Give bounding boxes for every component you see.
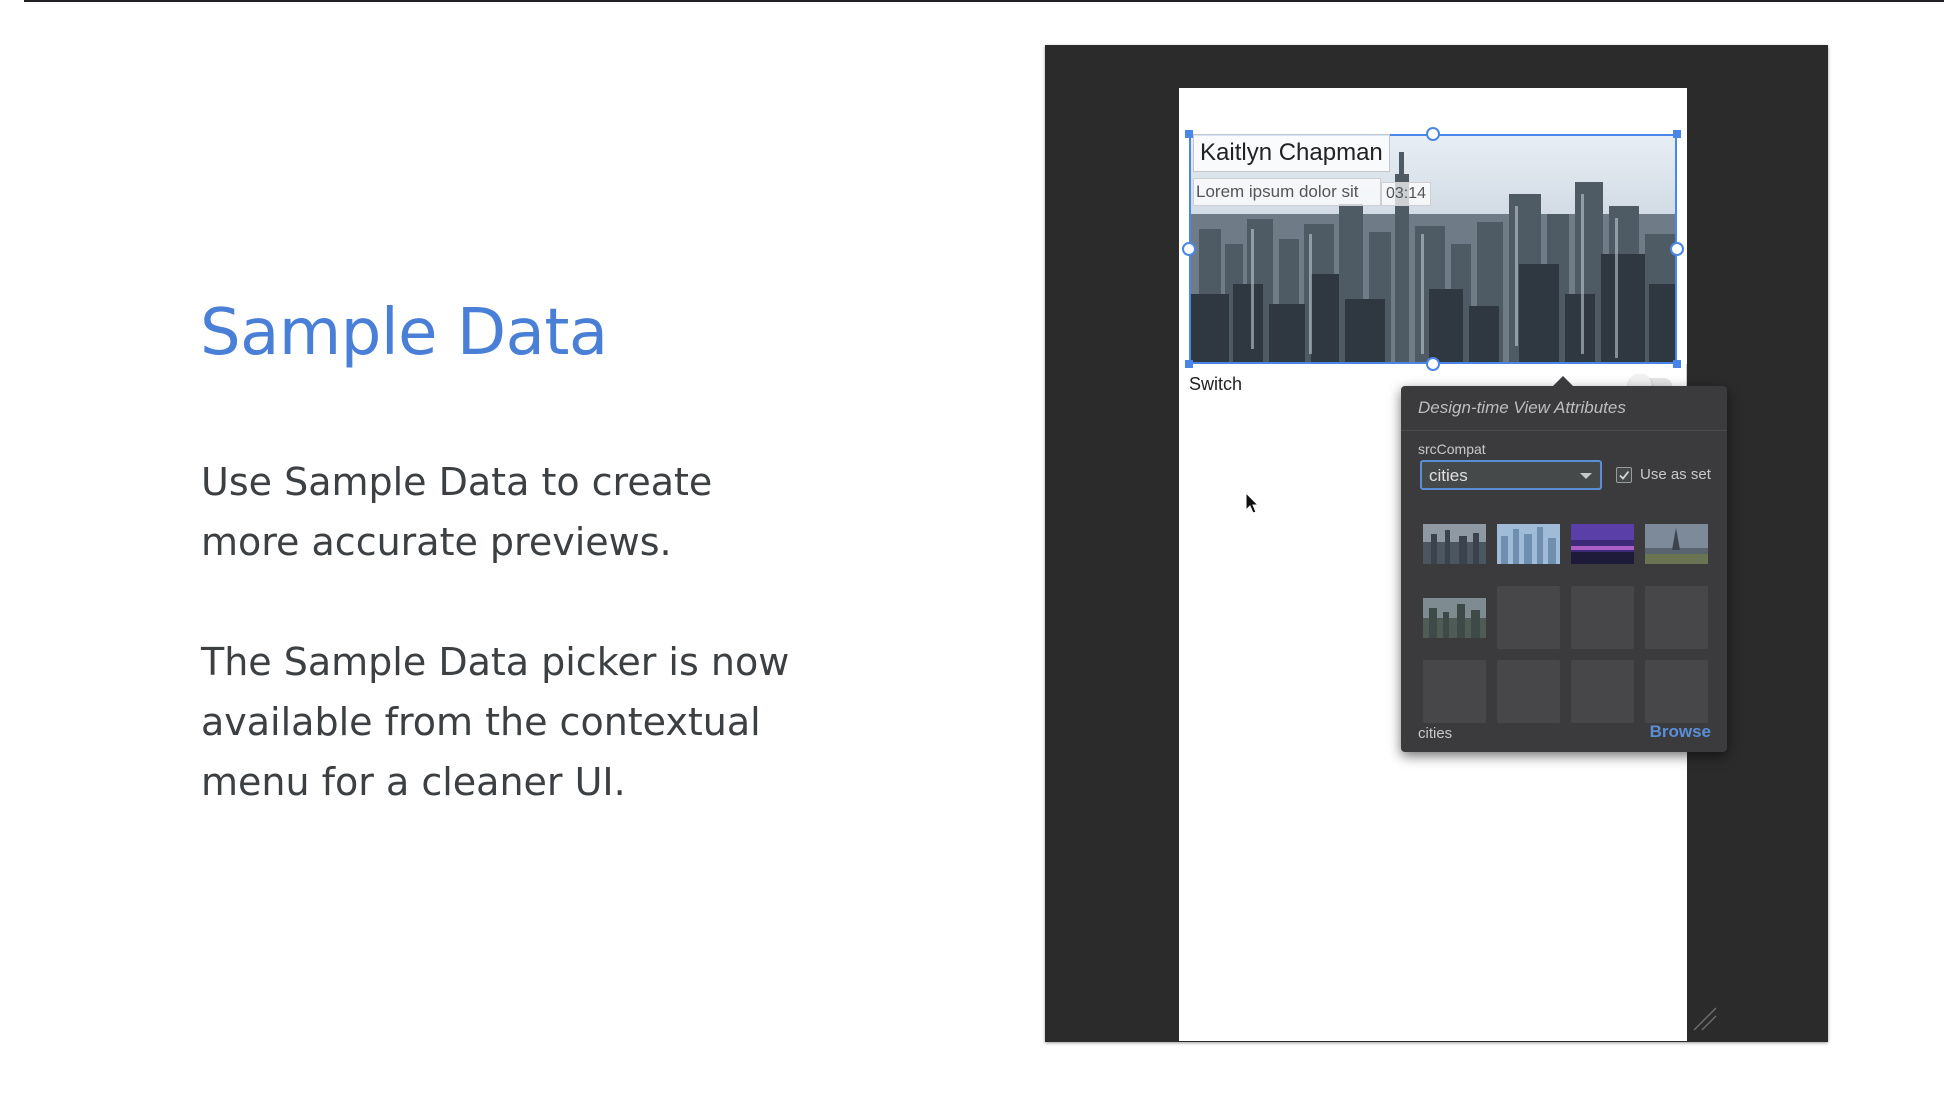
switch-label: Switch bbox=[1189, 374, 1243, 394]
sample-image-thumb-4[interactable] bbox=[1645, 512, 1708, 575]
popup-title: Design-time View Attributes bbox=[1418, 398, 1626, 417]
sample-image-slot-empty bbox=[1497, 586, 1560, 649]
sample-image-slot-empty bbox=[1645, 660, 1708, 723]
popup-arrow bbox=[1553, 376, 1573, 386]
resize-grip-icon[interactable] bbox=[1692, 1006, 1718, 1032]
use-as-set-label: Use as set bbox=[1640, 466, 1711, 483]
subtitle-text-view[interactable]: Lorem ipsum dolor sit bbox=[1193, 178, 1381, 206]
sample-image-thumb-3[interactable] bbox=[1571, 512, 1634, 575]
checkmark-icon bbox=[1619, 470, 1630, 480]
layout-editor-canvas[interactable]: Kaitlyn Chapman Lorem ipsum dolor sit 03… bbox=[1045, 45, 1828, 1042]
city-image-view[interactable] bbox=[1189, 134, 1677, 364]
sample-image-slot-empty bbox=[1571, 586, 1634, 649]
resize-handle-top-right[interactable] bbox=[1673, 130, 1681, 138]
slide-paragraph-2: The Sample Data picker is now available … bbox=[201, 640, 790, 804]
sample-image-slot-empty bbox=[1423, 660, 1486, 723]
src-compat-label: srcCompat bbox=[1418, 441, 1486, 457]
resize-handle-bottom-right[interactable] bbox=[1673, 360, 1681, 368]
slide-title: Sample Data bbox=[200, 296, 608, 370]
sample-data-select-value: cities bbox=[1429, 466, 1468, 485]
top-divider bbox=[24, 0, 1944, 2]
sample-image-thumb-2[interactable] bbox=[1497, 512, 1560, 575]
sample-image-slot-empty bbox=[1571, 660, 1634, 723]
time-text-view[interactable]: 03:14 bbox=[1381, 182, 1432, 206]
constraint-handle-top[interactable] bbox=[1426, 127, 1440, 141]
name-text-view[interactable]: Kaitlyn Chapman bbox=[1193, 134, 1390, 172]
resize-handle-bottom-left[interactable] bbox=[1185, 360, 1193, 368]
sample-data-select[interactable]: cities bbox=[1420, 460, 1602, 490]
popup-divider bbox=[1401, 430, 1727, 431]
sample-image-slot-empty bbox=[1645, 586, 1708, 649]
use-as-set-checkbox[interactable] bbox=[1616, 467, 1632, 483]
resize-handle-top-left[interactable] bbox=[1185, 130, 1193, 138]
sample-image-slot-empty bbox=[1497, 660, 1560, 723]
mouse-cursor-icon bbox=[1245, 492, 1260, 514]
design-time-attributes-popup: Design-time View Attributes srcCompat ci… bbox=[1401, 376, 1727, 752]
device-preview[interactable]: Kaitlyn Chapman Lorem ipsum dolor sit 03… bbox=[1179, 88, 1727, 1041]
slide-paragraph-1: Use Sample Data to create more accurate … bbox=[201, 460, 713, 564]
constraint-handle-left[interactable] bbox=[1182, 242, 1196, 256]
constraint-handle-right[interactable] bbox=[1670, 242, 1684, 256]
browse-link[interactable]: Browse bbox=[1649, 722, 1711, 741]
sample-image-thumb-5[interactable] bbox=[1423, 586, 1486, 649]
chevron-down-icon bbox=[1580, 473, 1592, 479]
sample-image-thumb-1[interactable] bbox=[1423, 512, 1486, 575]
sample-set-name: cities bbox=[1418, 725, 1453, 742]
constraint-handle-bottom[interactable] bbox=[1426, 357, 1440, 371]
